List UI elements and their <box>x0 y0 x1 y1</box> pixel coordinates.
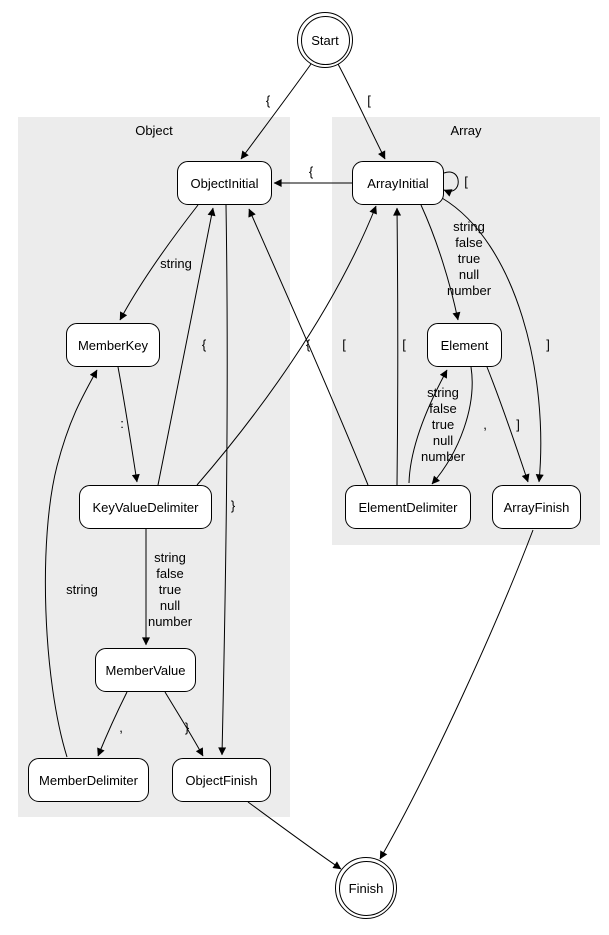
node-object-finish: ObjectFinish <box>172 758 271 802</box>
node-member-delimiter-label: MemberDelimiter <box>39 772 138 788</box>
edge-membervalue-objectfinish <box>164 691 204 757</box>
node-element-delimiter: ElementDelimiter <box>345 485 471 529</box>
finish-inner-ring <box>338 860 394 916</box>
node-array-initial: ArrayInitial <box>352 161 444 205</box>
edge-elementdelimiter-arrayinitial <box>393 207 402 486</box>
edge-objectfinish-finish <box>247 801 342 870</box>
node-member-key-label: MemberKey <box>77 337 149 353</box>
edge-label-arrayinitial-self: [ <box>464 174 468 190</box>
object-cluster: Object <box>18 117 290 817</box>
edge-label-memberdelimiter-memberkey: string <box>66 582 98 598</box>
edge-label-arrayinitial-element: string false true null number <box>446 219 492 298</box>
edge-start-arrayinitial <box>337 63 386 160</box>
edge-elementdelimiter-objectinitial <box>248 208 369 486</box>
node-object-finish-label: ObjectFinish <box>185 772 258 788</box>
node-key-value-delimiter: KeyValueDelimiter <box>79 485 212 529</box>
node-object-initial: ObjectInitial <box>177 161 272 205</box>
edge-label-objectinitial-memberkey: string <box>160 256 192 272</box>
edge-element-arrayfinish <box>486 366 530 483</box>
node-array-initial-label: ArrayInitial <box>367 175 429 191</box>
node-finish-label: Finish <box>348 880 384 896</box>
edge-arrayinitial-element <box>420 204 461 321</box>
edge-objectinitial-memberkey <box>119 204 199 321</box>
edge-objectinitial-objectfinish <box>218 204 228 756</box>
array-cluster-label: Array <box>450 123 482 138</box>
edge-membervalue-memberdelimiter <box>97 691 128 757</box>
start-inner-ring <box>300 15 350 65</box>
node-array-finish: ArrayFinish <box>492 485 581 529</box>
node-member-delimiter: MemberDelimiter <box>28 758 149 802</box>
node-element: Element <box>427 323 502 367</box>
edge-label-memberkey-keyvaluedelimiter: : <box>120 416 124 432</box>
edge-label-membervalue-memberdelimiter: , <box>119 720 123 736</box>
node-element-delimiter-label: ElementDelimiter <box>358 499 458 515</box>
edge-label-start-objectinitial: { <box>265 93 271 109</box>
node-start: Start <box>297 12 353 68</box>
edge-keyvaluedelimiter-arrayinitial <box>196 205 377 486</box>
edge-label-keyvaluedelimiter-arrayinitial: [ <box>342 337 346 353</box>
edge-label-objectinitial-objectfinish: } <box>230 498 236 514</box>
edge-label-arrayinitial-arrayfinish: ] <box>546 337 550 353</box>
edge-label-keyvaluedelimiter-objectinitial: { <box>201 337 207 353</box>
node-start-label: Start <box>311 32 339 48</box>
edge-label-element-elementdelimiter: , <box>483 417 487 433</box>
edge-label-element-arrayfinish: ] <box>516 417 520 433</box>
edge-label-arrayinitial-objectinitial: { <box>308 164 314 180</box>
edge-label-elementdelimiter-objectinitial: { <box>305 337 311 353</box>
edge-label-elementdelimiter-element: string false true null number <box>420 385 466 464</box>
edge-keyvaluedelimiter-objectinitial <box>157 207 216 486</box>
edge-arrayfinish-finish <box>379 529 534 860</box>
edge-arrayinitial-self <box>443 171 459 197</box>
node-member-key: MemberKey <box>66 323 160 367</box>
node-member-value-label: MemberValue <box>105 662 186 678</box>
node-element-label: Element <box>440 337 489 353</box>
node-object-initial-label: ObjectInitial <box>190 175 259 191</box>
edge-memberdelimiter-memberkey <box>44 369 98 758</box>
edge-start-objectinitial <box>240 63 312 160</box>
node-array-finish-label: ArrayFinish <box>503 499 570 515</box>
node-key-value-delimiter-label: KeyValueDelimiter <box>92 499 199 515</box>
edge-label-elementdelimiter-arrayinitial: [ <box>402 337 406 353</box>
node-member-value: MemberValue <box>95 648 196 692</box>
edge-memberkey-keyvaluedelimiter <box>117 366 140 483</box>
object-cluster-label: Object <box>135 123 173 138</box>
edge-arrayinitial-arrayfinish <box>441 197 544 483</box>
node-finish: Finish <box>335 857 397 919</box>
edge-label-membervalue-objectfinish: } <box>184 720 190 736</box>
edge-label-start-arrayinitial: [ <box>367 93 371 109</box>
edge-element-elementdelimiter <box>431 366 473 485</box>
edge-elementdelimiter-element <box>408 369 448 484</box>
edge-label-keyvaluedelimiter-membervalue: string false true null number <box>147 550 193 629</box>
